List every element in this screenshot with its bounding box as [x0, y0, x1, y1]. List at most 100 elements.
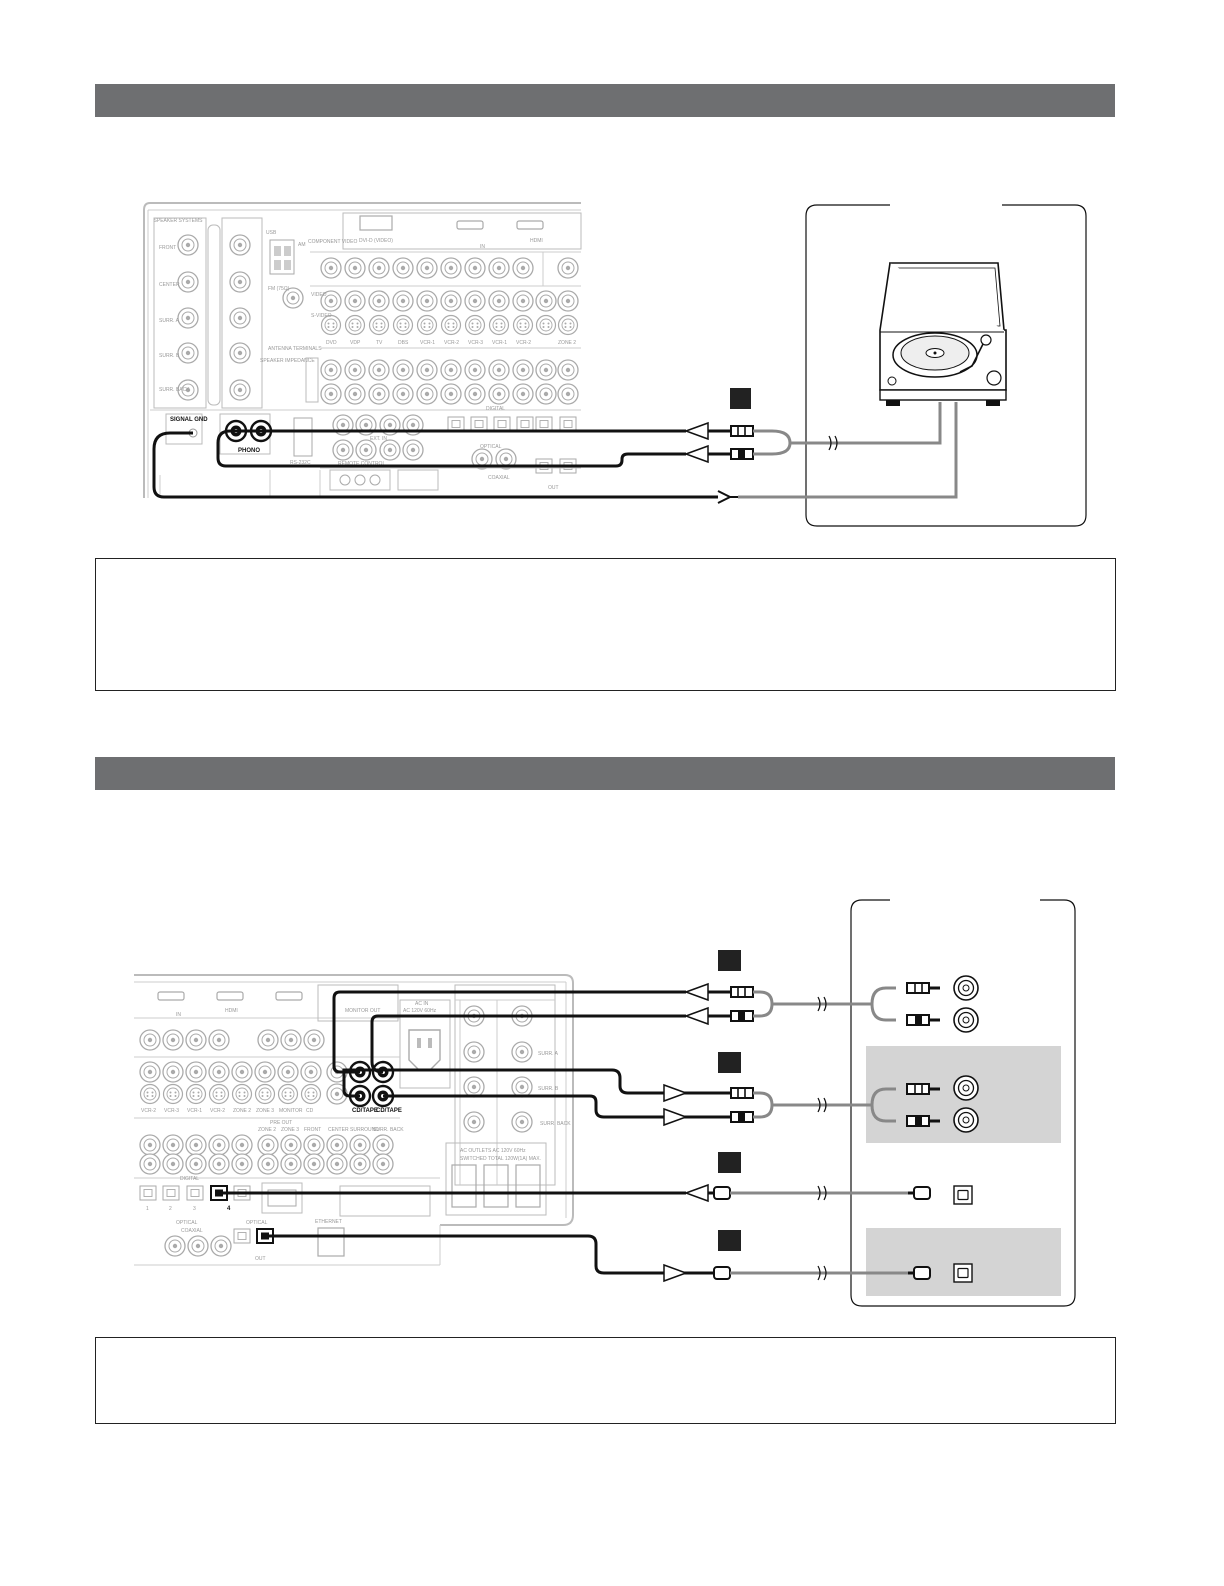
- digital-number-2: 2: [169, 1206, 172, 1212]
- device-digital-in-panel: [866, 1228, 1061, 1296]
- optical-cables: [219, 1184, 932, 1282]
- speaker-label-front: FRONT: [159, 245, 176, 251]
- source-dbs: DBS: [398, 340, 409, 346]
- note-box-turntable: [95, 558, 1116, 691]
- phono-cables: [152, 402, 958, 504]
- out-label: OUT: [548, 485, 559, 491]
- optical-label-bottom: OPTICAL: [176, 1220, 198, 1226]
- remote-label: REMOTE CONTROL: [338, 461, 385, 467]
- connection-marker-4: [718, 1230, 741, 1251]
- impedance-label: SPEAKER IMPEDANCE: [260, 358, 315, 364]
- source-dvd: DVD: [326, 340, 337, 346]
- coaxial-label-bottom: COAXIAL: [181, 1228, 203, 1234]
- ac-voltage-label: AC 120V 60Hz: [403, 1008, 437, 1014]
- speaker-label-center: CENTER: [159, 282, 180, 288]
- video-jacks-bottom: [139, 1061, 322, 1083]
- source-zone2: ZONE 2: [558, 340, 576, 346]
- component-label: COMPONENT VIDEO: [308, 239, 357, 245]
- svideo-label: S-VIDEO: [311, 313, 332, 319]
- digital-label: DIGITAL: [486, 406, 505, 412]
- source-label-5: ZONE 3: [256, 1108, 274, 1114]
- hdmi-in-label-bottom: IN: [176, 1012, 181, 1018]
- out-optical-label: OPTICAL: [246, 1220, 268, 1226]
- am-label: AM: [298, 242, 306, 248]
- analog-cables: [332, 981, 942, 1128]
- receiver-rear-panel-bottom: HDMI IN MONITOR OUT AC IN AC 120V 60Hz S…: [134, 974, 574, 1266]
- ac-in-label: AC IN: [415, 1001, 429, 1007]
- turntable-device: [805, 204, 1087, 527]
- source-vcr2-out: VCR-2: [516, 340, 531, 346]
- zone-label-5: SURR. BACK: [373, 1127, 404, 1133]
- source-label-1: VCR-3: [164, 1108, 179, 1114]
- source-vcr1: VCR-1: [420, 340, 435, 346]
- zone-label-0: ZONE 2: [258, 1127, 276, 1133]
- monitor-out-label: MONITOR OUT: [345, 1008, 380, 1014]
- digital-label-bottom: DIGITAL: [180, 1176, 199, 1182]
- pre-out-label: PRE OUT: [270, 1120, 292, 1126]
- switched-label: SWITCHED TOTAL 120W(1A) MAX.: [460, 1156, 541, 1162]
- connection-marker-1: [718, 950, 741, 971]
- hdmi-in-label: IN: [480, 244, 485, 250]
- ac-outlets-label: AC OUTLETS AC 120V 60Hz: [460, 1148, 526, 1154]
- note-box-cd-recorder: [95, 1337, 1116, 1424]
- usb-label: USB: [266, 230, 277, 236]
- surr-b-label: SURR. B: [538, 1086, 559, 1092]
- antenna-label: ANTENNA TERMINALS: [268, 346, 322, 352]
- section-header-bar-turntable: [95, 84, 1115, 117]
- source-label-4: ZONE 2: [233, 1108, 251, 1114]
- speaker-systems-label: SPEAKER SYSTEMS: [154, 218, 204, 224]
- zone-label-2: FRONT: [304, 1127, 321, 1133]
- source-vcr1-out: VCR-1: [492, 340, 507, 346]
- dvi-label: DVI-D (VIDEO): [359, 238, 393, 244]
- digital-number-4: 4: [227, 1206, 231, 1212]
- video-label: VIDEO: [311, 292, 327, 298]
- zone-label-3: CENTER: [328, 1127, 349, 1133]
- surr-back-label: SURR. BACK: [540, 1121, 571, 1127]
- receiver-rear-panel-top: SPEAKER SYSTEMS FRONT CENTER SURR. A SUR…: [143, 202, 582, 498]
- zone-label-4: SURROUND: [350, 1127, 379, 1133]
- svideo-jacks: [320, 314, 579, 336]
- fm-label: FM (75Ω): [268, 286, 290, 292]
- source-label-2: VCR-1: [187, 1108, 202, 1114]
- hdmi-label-bottom: HDMI: [225, 1008, 238, 1014]
- source-label-3: VCR-2: [210, 1108, 225, 1114]
- section-header-bar-cd-recorder: [95, 757, 1115, 790]
- phono-label: PHONO: [238, 448, 260, 454]
- connection-marker-3: [718, 1152, 741, 1173]
- ext-in-label: EXT. IN: [370, 436, 387, 442]
- out-label-bottom: OUT: [255, 1256, 266, 1262]
- speaker-label-surr-b: SURR. B: [159, 353, 180, 359]
- digital-number-1: 1: [146, 1206, 149, 1212]
- hdmi-label: HDMI: [530, 238, 543, 244]
- cd-tape-in-label: CD/TAPE: [352, 1108, 378, 1114]
- source-tv: TV: [376, 340, 383, 346]
- source-vdp: VDP: [350, 340, 361, 346]
- source-vcr3: VCR-3: [468, 340, 483, 346]
- ethernet-label: ETHERNET: [315, 1219, 342, 1225]
- rs232-label: RS-232C: [290, 460, 311, 466]
- speaker-terminals: [177, 234, 251, 401]
- connection-marker-2: [718, 1052, 741, 1073]
- audio-jacks: [320, 359, 579, 405]
- source-label-7: CD: [306, 1108, 314, 1114]
- optical-label: OPTICAL: [480, 444, 502, 450]
- cd-recorder-device: [850, 899, 1076, 1307]
- source-label-6: MONITOR: [279, 1108, 303, 1114]
- source-vcr2: VCR-2: [444, 340, 459, 346]
- audio-jacks-bottom: [139, 1134, 394, 1175]
- zone-label-1: ZONE 3: [281, 1127, 299, 1133]
- source-label-0: VCR-2: [141, 1108, 156, 1114]
- cd-tape-out-label: CD/TAPE: [376, 1108, 402, 1114]
- signal-gnd-label: SIGNAL GND: [170, 417, 208, 423]
- speaker-label-surr-a: SURR. A: [159, 318, 180, 324]
- svideo-jacks-bottom: [139, 1083, 322, 1105]
- component-jacks: [320, 257, 579, 279]
- video-jacks: [320, 290, 579, 312]
- digital-number-3: 3: [193, 1206, 196, 1212]
- connection-marker-top: [730, 388, 751, 409]
- coaxial-label: COAXIAL: [488, 475, 510, 481]
- component-jacks-bottom: [139, 1029, 325, 1051]
- speaker-label-surr-back: SURR. BACK: [159, 387, 190, 393]
- surr-a-label: SURR. A: [538, 1051, 559, 1057]
